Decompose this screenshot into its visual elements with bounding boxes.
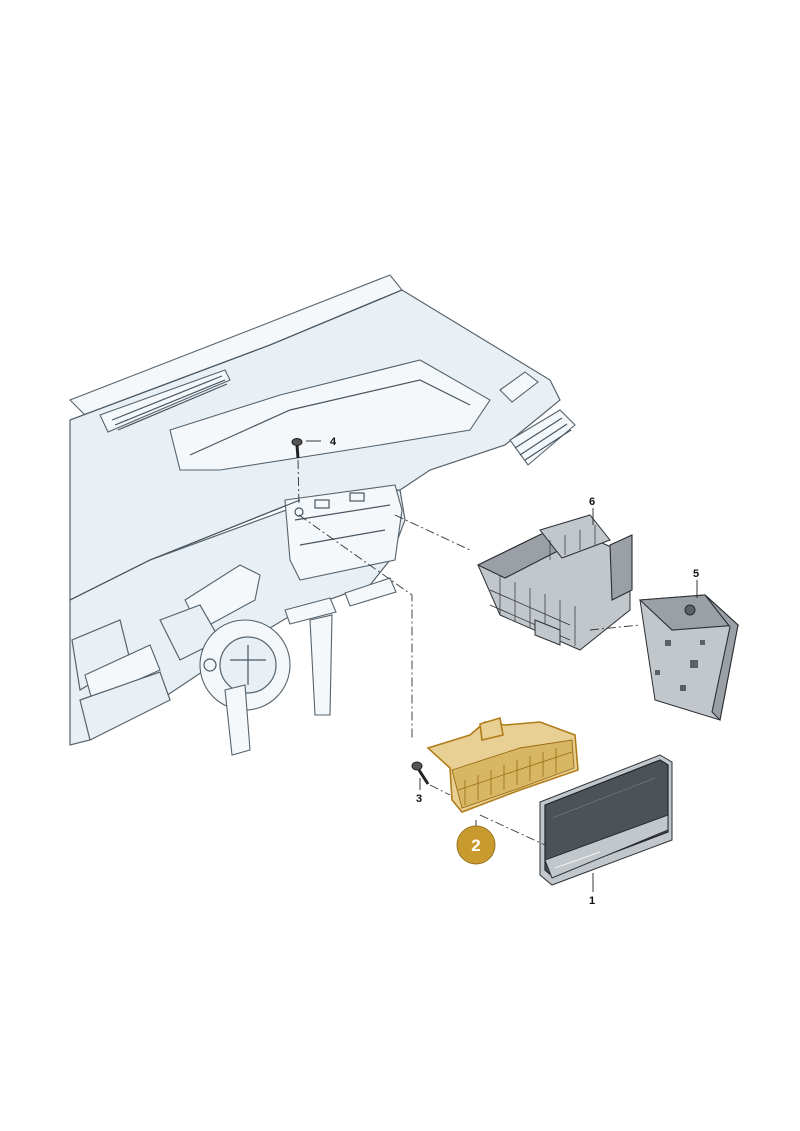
callout-4: 4	[330, 436, 337, 448]
callout-3: 3	[416, 793, 422, 805]
part-6-bracket	[476, 514, 633, 651]
callout-1: 1	[589, 895, 595, 907]
assembly-lines	[297, 459, 641, 846]
callout-5: 5	[693, 568, 699, 580]
callout-6: 6	[589, 496, 595, 508]
callout-2-badge[interactable]: 2	[456, 825, 496, 865]
callout-2[interactable]: 2	[471, 836, 480, 855]
part-5-control-unit	[638, 594, 740, 722]
screw-part-3	[411, 761, 430, 785]
screw-part-4	[291, 438, 303, 459]
part-1-display	[539, 754, 673, 886]
callout-leaders	[306, 440, 698, 892]
dashboard	[69, 274, 576, 756]
part-2-bracket-highlighted	[426, 716, 579, 813]
